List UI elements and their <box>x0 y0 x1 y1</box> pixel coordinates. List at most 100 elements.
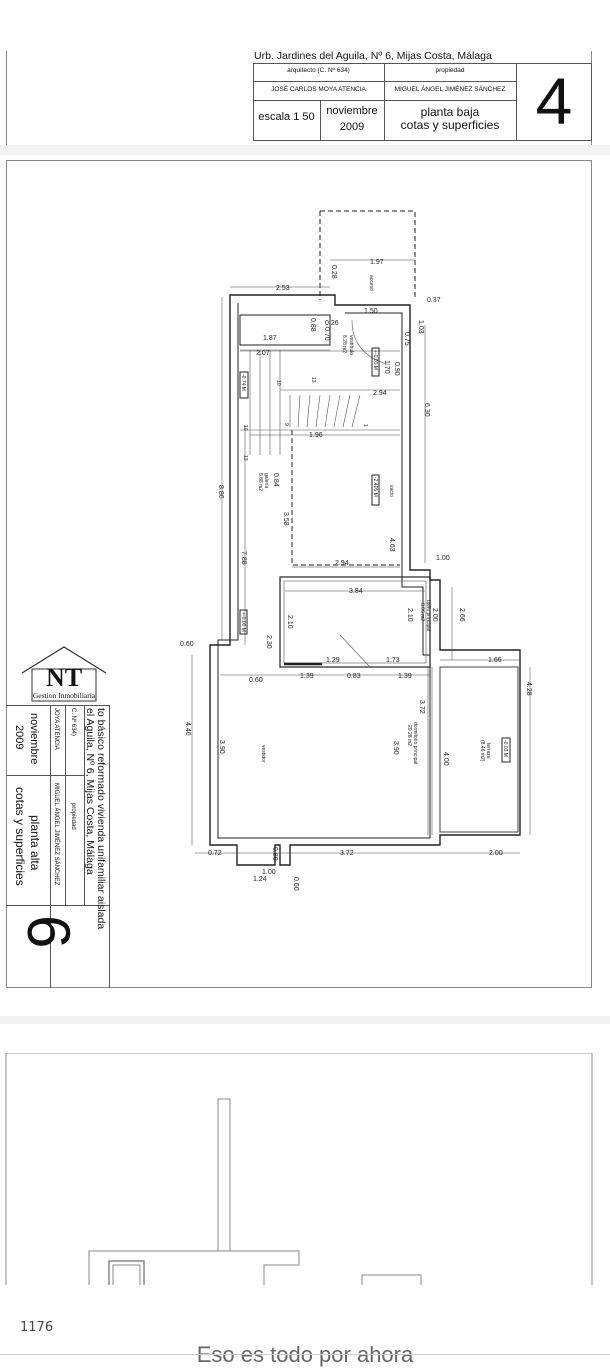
sheet-6-frame <box>6 160 592 988</box>
result-count: 1176 <box>20 1320 54 1335</box>
date-month: noviembre <box>28 713 40 765</box>
stair-treads <box>240 349 400 455</box>
dim: 0.60 <box>292 877 299 891</box>
level-stair: -0.74 M <box>240 374 246 391</box>
dim: 0.70 <box>323 327 330 341</box>
room-terraza: terraza <box>485 743 491 759</box>
dim: 3.72 <box>418 700 425 714</box>
architect-label: C. Nº 634) <box>70 708 76 736</box>
divider <box>384 63 385 141</box>
dim: 7.88 <box>240 551 247 565</box>
dim: 4.63 <box>388 538 395 552</box>
dim: 1.87 <box>263 335 277 342</box>
architect-name: JOYA ATENCIA <box>53 708 59 750</box>
separator <box>0 1016 610 1024</box>
room-vacio: vacío <box>388 485 394 497</box>
dim: 3.84 <box>349 588 363 595</box>
dim: 4.46 <box>184 722 191 736</box>
dim: 1.97 <box>370 259 384 266</box>
dim: 0.83 <box>347 673 361 680</box>
room-acceso: acceso <box>368 275 374 291</box>
date-year: 2009 <box>13 725 25 750</box>
room-dormitorio: dormitorio principal <box>412 722 418 764</box>
architect-name: JOSÉ CARLOS MOYA ATENCIA <box>271 86 366 93</box>
dim: 1.66 <box>488 657 502 664</box>
dim: 3.58 <box>282 512 289 526</box>
step-number: 10 <box>275 380 281 386</box>
dim: 4.00 <box>442 752 449 766</box>
dim: 1.03 <box>417 320 424 334</box>
dim: 8.86 <box>217 485 224 499</box>
house-logo-icon <box>21 646 107 702</box>
door-swing <box>339 634 371 668</box>
logo-caption: Gestion Inmobiliaria <box>32 691 96 700</box>
nt-logo: NT Gestion Inmobiliaria <box>18 643 110 705</box>
owner-name: MIGUEL ÁNGEL JIMÉNEZ SÁNCHEZ <box>394 86 506 93</box>
dim: 2.94 <box>335 560 349 567</box>
divider <box>6 775 50 776</box>
divider <box>50 775 84 776</box>
dim: 1.70 <box>383 360 390 374</box>
level-vestibulo: +-0.00 M <box>372 350 378 370</box>
dim: 0.84 <box>272 473 279 487</box>
divider <box>253 100 517 101</box>
dim: 0.72 <box>208 850 222 857</box>
dim: 3.90 <box>218 740 225 754</box>
rotated-title-block <box>6 705 110 988</box>
level-terraza: -0.03 M <box>502 740 508 757</box>
dim: 1.39 <box>398 673 412 680</box>
footer-divider <box>0 1354 610 1355</box>
outer-wall <box>209 294 521 866</box>
dim: 1.29 <box>326 657 340 664</box>
date-year: 2009 <box>339 121 365 133</box>
room-galeria-area: 5.88 m2 <box>257 473 263 491</box>
dim: 2.53 <box>276 285 290 292</box>
dim: 0.28 <box>330 265 337 279</box>
void-outline <box>291 430 400 566</box>
access-outline <box>319 210 416 300</box>
owner-name: MIGUEL ÁNGEL JIMÉNEZ SÁNCHEZ <box>53 783 59 886</box>
dim: 3.90 <box>392 741 399 755</box>
sheet-number: 4 <box>535 64 573 138</box>
divider <box>320 100 321 141</box>
dim: 0.75 <box>403 332 410 346</box>
dim: 6.30 <box>423 403 430 417</box>
elevation-drawing <box>5 1053 593 1285</box>
level-vacio: -2.405 M <box>372 477 378 497</box>
terrace-outline <box>439 666 519 833</box>
room-vestidor: vestidor <box>260 745 266 763</box>
level-galeria: +-0.00 M <box>240 612 246 632</box>
dim: 2.94 <box>373 390 387 397</box>
sheet-6-image: NT Gestion Inmobiliaria to básico reform… <box>0 155 610 1000</box>
room-dormitorio-area: 20.28 m2 <box>406 725 412 746</box>
dim: 0.60 <box>249 677 263 684</box>
step-number: 10 <box>242 425 248 431</box>
room-vestibulo-area: 8.28 m2 <box>341 335 347 353</box>
dim: 0.80 <box>271 847 278 861</box>
step-number: 13 <box>242 455 248 461</box>
owner-label: propiedad <box>435 67 465 74</box>
sheet-title-1: planta alta <box>28 815 42 871</box>
dim: 2.66 <box>458 608 465 622</box>
room-vestibulo: vestíbulo <box>348 335 354 355</box>
step-number: 1 <box>362 424 368 427</box>
separator <box>0 145 610 155</box>
divider <box>84 705 85 905</box>
end-of-list-message: Eso es todo por ahora <box>196 1342 414 1367</box>
logo-letters: NT <box>45 663 83 692</box>
sheet-next-image <box>0 1053 610 1285</box>
step-number: 9 <box>283 423 289 426</box>
sheet-title-1: planta baja <box>420 105 480 119</box>
dim: 1.00 <box>262 869 276 876</box>
sheet-4-address: Urb. Jardines del Aguila, Nº 6, Mijas Co… <box>254 50 492 62</box>
room-terraza-area: (8.46 m2) <box>479 740 485 762</box>
dim: 1.00 <box>436 555 450 562</box>
dim: 0.88 <box>309 318 316 332</box>
room-bano: baño principal <box>425 600 431 631</box>
dim: 4.28 <box>525 682 532 696</box>
dim: 0.37 <box>427 297 441 304</box>
room-galeria: galería <box>263 473 269 489</box>
dim: 1.24 <box>253 876 267 883</box>
dim: 2.00 <box>489 850 503 857</box>
bathroom-walls <box>279 576 431 668</box>
